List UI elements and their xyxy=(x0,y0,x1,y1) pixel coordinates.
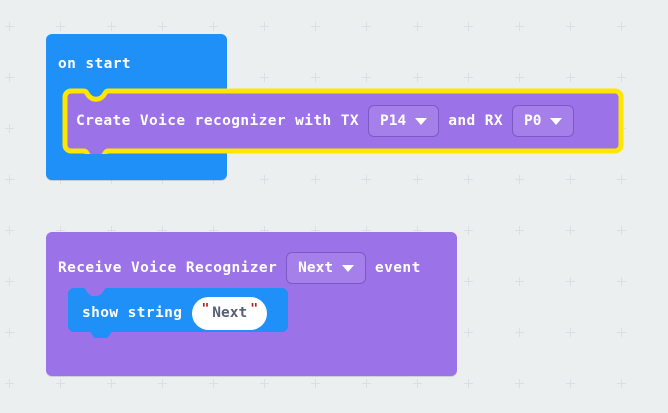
grid-cross xyxy=(311,175,320,184)
grid-cross xyxy=(566,277,575,286)
show-string-value: Next xyxy=(212,304,248,321)
grid-cross xyxy=(5,73,14,82)
show-string-label: show string xyxy=(82,304,183,321)
chevron-down-icon xyxy=(415,117,428,125)
grid-cross xyxy=(362,73,371,82)
grid-cross xyxy=(209,379,218,388)
grid-cross xyxy=(362,379,371,388)
grid-cross xyxy=(566,328,575,337)
grid-cross xyxy=(413,22,422,31)
block-create-voice-recognizer[interactable]: Create Voice recognizer with TX P14 and … xyxy=(62,88,624,154)
grid-cross xyxy=(566,22,575,31)
close-quote: " xyxy=(250,301,259,317)
tx-pin-dropdown[interactable]: P14 xyxy=(368,105,440,137)
grid-cross xyxy=(617,328,626,337)
grid-cross xyxy=(362,175,371,184)
create-voice-recognizer-shape xyxy=(62,88,624,154)
voice-event-value: Next xyxy=(298,259,334,276)
receive-event-suffix-label: event xyxy=(375,259,421,276)
grid-cross xyxy=(260,22,269,31)
block-show-string[interactable]: show string " Next " xyxy=(68,288,288,338)
grid-cross xyxy=(515,175,524,184)
grid-cross xyxy=(260,73,269,82)
grid-cross xyxy=(5,226,14,235)
rx-pin-value: P0 xyxy=(524,112,542,129)
grid-cross xyxy=(311,22,320,31)
grid-cross xyxy=(464,226,473,235)
chevron-down-icon xyxy=(550,117,563,125)
grid-cross xyxy=(515,73,524,82)
grid-cross xyxy=(464,175,473,184)
grid-cross xyxy=(464,379,473,388)
grid-cross xyxy=(209,22,218,31)
grid-cross xyxy=(515,22,524,31)
grid-cross xyxy=(617,22,626,31)
grid-cross xyxy=(5,22,14,31)
grid-cross xyxy=(566,379,575,388)
show-string-text-input[interactable]: " Next " xyxy=(192,296,268,330)
on-start-label: on start xyxy=(58,56,132,72)
chevron-down-icon xyxy=(342,264,355,272)
grid-cross xyxy=(56,22,65,31)
grid-cross xyxy=(5,277,14,286)
tx-pin-value: P14 xyxy=(380,112,407,129)
grid-cross xyxy=(260,175,269,184)
grid-cross xyxy=(5,379,14,388)
grid-cross xyxy=(464,328,473,337)
grid-cross xyxy=(515,379,524,388)
grid-cross xyxy=(464,73,473,82)
grid-cross xyxy=(311,379,320,388)
create-voice-middle-label: and RX xyxy=(448,112,504,129)
grid-cross xyxy=(617,277,626,286)
grid-cross xyxy=(56,379,65,388)
grid-cross xyxy=(515,226,524,235)
grid-cross xyxy=(617,379,626,388)
rx-pin-dropdown[interactable]: P0 xyxy=(512,105,575,137)
grid-cross xyxy=(158,379,167,388)
grid-cross xyxy=(107,379,116,388)
grid-cross xyxy=(464,22,473,31)
grid-cross xyxy=(413,175,422,184)
grid-cross xyxy=(566,73,575,82)
grid-cross xyxy=(566,226,575,235)
create-voice-prefix-label: Create Voice recognizer with TX xyxy=(76,112,360,129)
open-quote: " xyxy=(201,301,210,317)
grid-cross xyxy=(515,328,524,337)
receive-event-prefix-label: Receive Voice Recognizer xyxy=(58,259,278,276)
grid-cross xyxy=(566,175,575,184)
grid-cross xyxy=(5,175,14,184)
receive-event-header: Receive Voice Recognizer Next event xyxy=(58,246,421,290)
grid-cross xyxy=(515,277,524,286)
grid-cross xyxy=(413,73,422,82)
grid-cross xyxy=(260,379,269,388)
grid-cross xyxy=(617,226,626,235)
grid-cross xyxy=(311,73,320,82)
grid-cross xyxy=(362,22,371,31)
grid-cross xyxy=(107,22,116,31)
grid-cross xyxy=(158,22,167,31)
grid-cross xyxy=(5,328,14,337)
grid-cross xyxy=(413,379,422,388)
voice-event-dropdown[interactable]: Next xyxy=(286,252,367,284)
grid-cross xyxy=(5,124,14,133)
grid-cross xyxy=(617,73,626,82)
grid-cross xyxy=(464,277,473,286)
grid-cross xyxy=(617,175,626,184)
